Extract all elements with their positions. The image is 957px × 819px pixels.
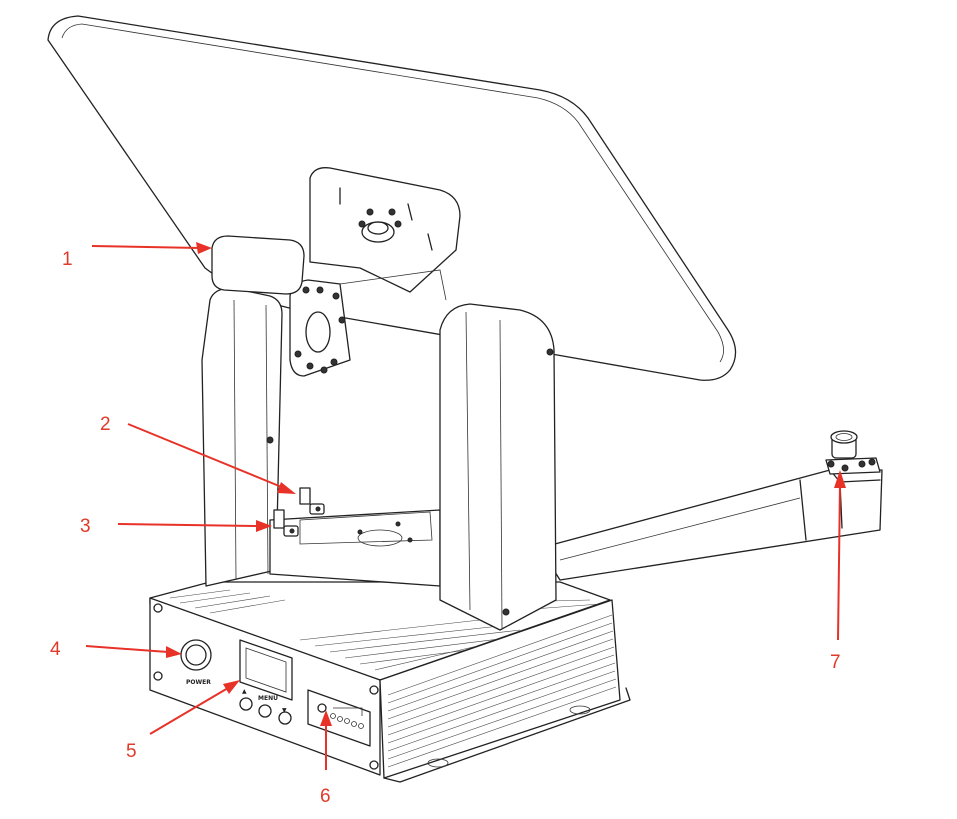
callout-label-1: 1: [62, 249, 73, 270]
display-screen: [239, 639, 293, 701]
arrow-2: [127, 423, 296, 494]
side-vent-fins: [387, 614, 617, 768]
connector-3: [273, 509, 299, 537]
callout-label-6: 6: [320, 786, 331, 807]
power-label: POWER: [186, 679, 211, 686]
yoke-left-arm: [201, 287, 283, 587]
callout-label-4: 4: [50, 639, 61, 660]
top-cap: [211, 235, 305, 295]
power-button[interactable]: [180, 639, 212, 671]
callout-label-2: 2: [100, 414, 111, 435]
arrow-3: [117, 520, 272, 532]
menu-button[interactable]: [258, 704, 272, 718]
menu-label: MENU: [258, 695, 278, 702]
callout-label-7: 7: [830, 652, 841, 673]
callout-label-5: 5: [126, 741, 137, 762]
arm-connector: [825, 430, 881, 475]
down-label: ▼: [282, 707, 287, 714]
yoke-base: [269, 509, 441, 587]
arrow-5: [149, 680, 240, 735]
down-button[interactable]: [278, 711, 292, 725]
callout-arrows: [85, 242, 846, 770]
arrow-4: [85, 645, 182, 658]
arrow-6: [320, 710, 332, 770]
connector-2: [299, 487, 325, 515]
callout-labels: 1 2 3 4 5 6 7: [50, 249, 841, 807]
status-indicator-panel: [307, 689, 371, 747]
extension-arm: [539, 469, 883, 581]
up-button[interactable]: [239, 697, 253, 711]
base-enclosure: [149, 581, 631, 783]
mounting-bracket: [289, 167, 461, 377]
yoke-right-arm: [439, 303, 557, 631]
up-label: ▲: [242, 688, 247, 695]
front-panel: POWER ▲ MENU ▼: [180, 639, 371, 747]
callout-label-3: 3: [80, 516, 91, 537]
arrow-7: [834, 470, 846, 641]
arrow-1: [91, 242, 212, 254]
